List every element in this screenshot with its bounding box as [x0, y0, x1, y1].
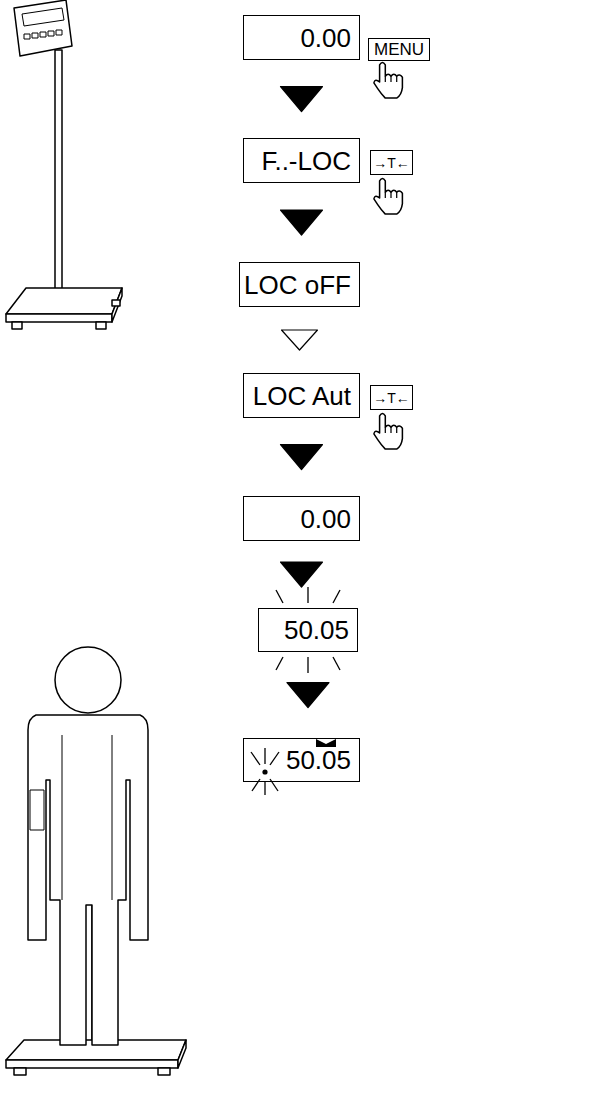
display-window: LOC oFF — [239, 262, 360, 307]
person-head — [55, 647, 121, 713]
display-reading: 0.00 — [300, 25, 351, 51]
display-window: 0.00 — [243, 496, 360, 541]
scale-column — [55, 50, 62, 295]
key-button: →T← — [370, 385, 413, 410]
display-window: 0.00 — [243, 15, 360, 60]
flow-arrow — [281, 87, 323, 112]
scale-indicator — [30, 790, 44, 830]
pressing-hand — [374, 62, 403, 98]
flow-arrow — [281, 210, 323, 235]
scale-platform — [6, 288, 122, 314]
display-reading: 0.00 — [300, 506, 351, 532]
key-button: MENU — [368, 38, 430, 61]
key-button: →T← — [370, 150, 413, 175]
display-window: 50.05 — [243, 738, 360, 782]
flow-arrow — [281, 445, 323, 470]
flow-arrow — [287, 683, 329, 708]
display-window: 50.05 — [258, 608, 358, 652]
display-reading: 50.05 — [284, 617, 349, 643]
lock-dot — [262, 769, 267, 774]
blink-rays — [251, 748, 279, 795]
pressing-hand — [374, 413, 403, 449]
display-reading: F..-LOC — [261, 148, 351, 174]
platform-scale — [6, 0, 122, 329]
display-window: F..-LOC — [243, 138, 360, 183]
key-label: →T← — [373, 391, 410, 405]
display-reading: LOC Aut — [253, 383, 351, 409]
flow-arrow — [281, 562, 323, 587]
person-body — [28, 715, 148, 1045]
person-on-scale — [6, 647, 186, 1075]
display-reading: 50.05 — [286, 747, 351, 773]
display-reading: LOC oFF — [244, 272, 351, 298]
display-window: LOC Aut — [243, 373, 360, 418]
pressing-hand — [374, 178, 403, 214]
key-label: →T← — [373, 156, 410, 170]
key-label: MENU — [374, 41, 424, 58]
flow-arrow — [282, 330, 318, 350]
stability-mark — [316, 739, 336, 747]
scale-indicator — [14, 0, 72, 56]
